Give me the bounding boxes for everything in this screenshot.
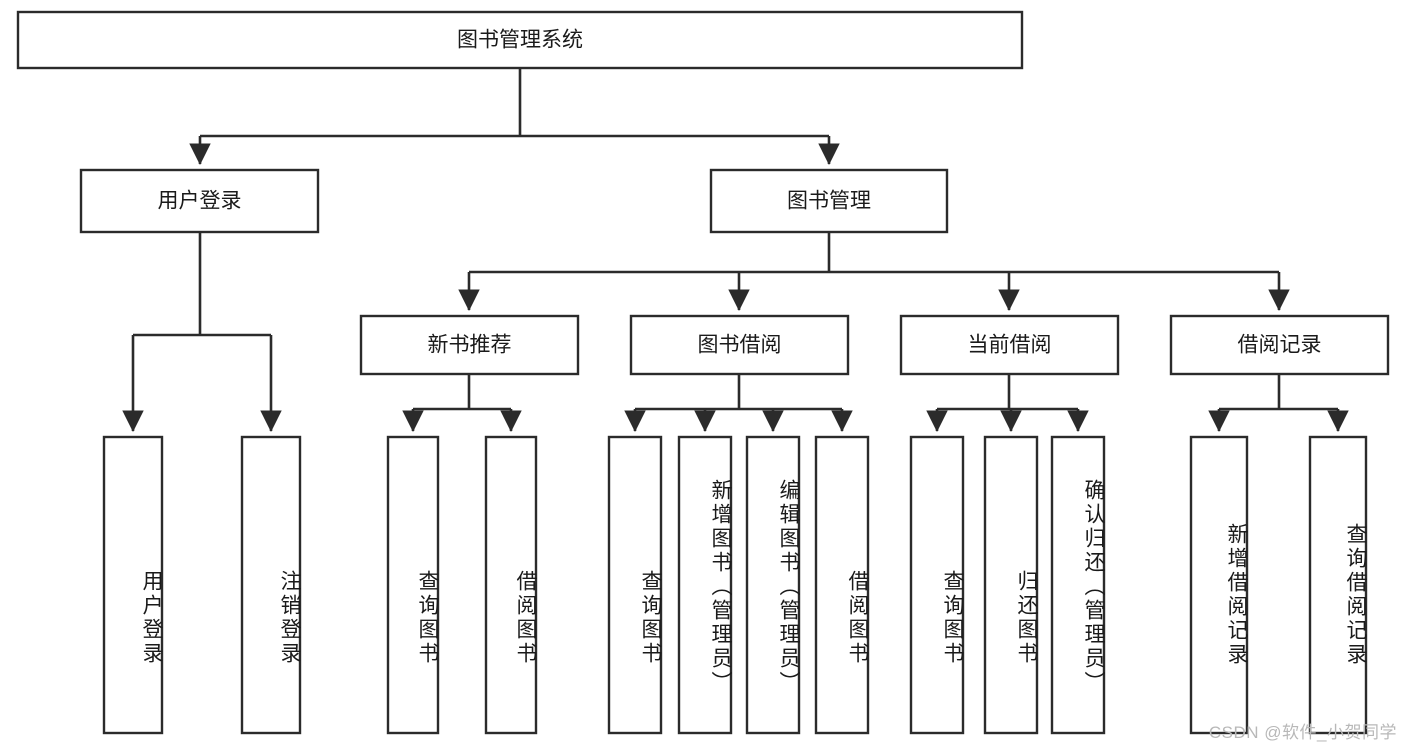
node-book-borrow[interactable]: 图书借阅 <box>629 314 850 376</box>
node-user-login-box[interactable] <box>79 168 320 234</box>
node-current-borrow[interactable]: 当前借阅 <box>899 314 1120 376</box>
node-root-system-box[interactable] <box>16 10 1024 70</box>
leaf-box-add-book-admin[interactable] <box>677 435 733 735</box>
leaf-boxes-layer <box>102 435 1368 735</box>
node-root-system-label: 图书管理系统 <box>457 29 583 52</box>
node-new-book-recommend[interactable]: 新书推荐 <box>359 314 580 376</box>
node-borrow-record[interactable]: 借阅记录 <box>1169 314 1390 376</box>
node-root-system[interactable]: 图书管理系统 <box>16 10 1024 70</box>
node-new-book-recommend-label: 新书推荐 <box>428 334 512 357</box>
edge-root-bus <box>200 68 829 138</box>
node-book-management-label: 图书管理 <box>787 190 871 213</box>
leaf-box-query-book-borrow[interactable] <box>607 435 663 735</box>
node-book-borrow-label: 图书借阅 <box>698 334 782 357</box>
leaf-box-return-book[interactable] <box>983 435 1039 735</box>
edges-layer <box>122 68 1349 432</box>
node-new-book-recommend-box[interactable] <box>359 314 580 376</box>
leaf-box-logout[interactable] <box>240 435 302 735</box>
node-current-borrow-label: 当前借阅 <box>968 334 1052 357</box>
edge-record-bus <box>1219 374 1338 411</box>
leaf-box-query-book-new[interactable] <box>386 435 440 735</box>
leaf-box-borrow-book[interactable] <box>814 435 870 735</box>
node-borrow-record-label: 借阅记录 <box>1238 334 1322 357</box>
leaf-box-borrow-book-new[interactable] <box>484 435 538 735</box>
leaf-box-add-borrow-record[interactable] <box>1189 435 1249 735</box>
leaf-box-query-book-current[interactable] <box>909 435 965 735</box>
node-book-borrow-box[interactable] <box>629 314 850 376</box>
node-user-login-label: 用户登录 <box>158 190 242 213</box>
node-borrow-record-box[interactable] <box>1169 314 1390 376</box>
edge-borrow-bus <box>635 374 842 411</box>
edge-newbook-bus <box>413 374 511 411</box>
node-book-management[interactable]: 图书管理 <box>709 168 949 234</box>
node-current-borrow-box[interactable] <box>899 314 1120 376</box>
edge-current-bus <box>937 374 1078 411</box>
leaf-box-user-login[interactable] <box>102 435 164 735</box>
node-book-management-box[interactable] <box>709 168 949 234</box>
leaf-box-edit-book-admin[interactable] <box>745 435 801 735</box>
leaf-box-query-borrow-record[interactable] <box>1308 435 1368 735</box>
edge-bookmanage-bus <box>469 232 1279 274</box>
leaf-box-confirm-return-admin[interactable] <box>1050 435 1106 735</box>
edge-userlogin-bus <box>133 232 271 337</box>
node-user-login[interactable]: 用户登录 <box>79 168 320 234</box>
csdn-watermark: CSDN @软件_小贺同学 <box>1208 723 1397 742</box>
